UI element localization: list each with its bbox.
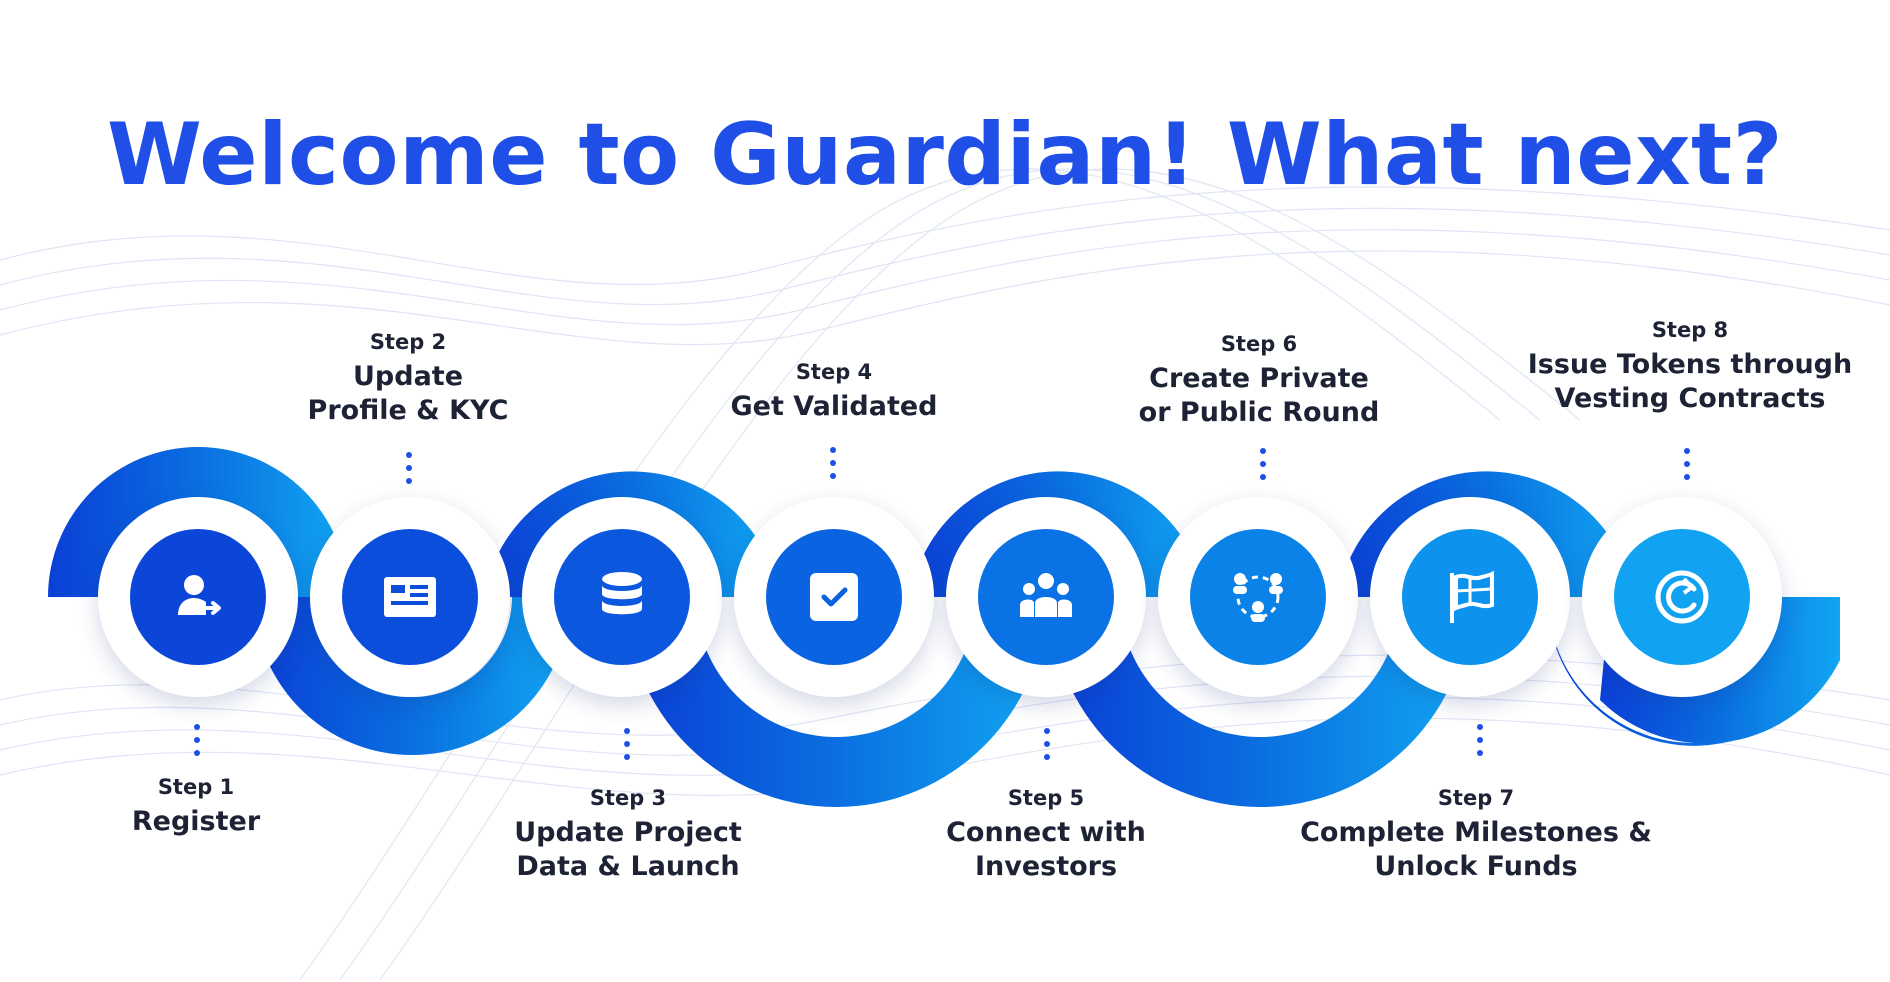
- step-1-label: Step 1 Register: [0, 775, 406, 839]
- step-number: Step 4: [795, 360, 873, 384]
- group-icon: [1020, 573, 1072, 617]
- step-8-node: [1582, 497, 1782, 697]
- step-name: Register: [131, 806, 261, 837]
- id-card-icon: [384, 577, 436, 617]
- step-7-label: Step 7 Complete Milestones &Unlock Funds: [1266, 786, 1686, 884]
- connector-dots: [194, 724, 200, 763]
- checkbox-icon: [810, 573, 858, 621]
- database-icon: [602, 572, 642, 615]
- wave-arc-4: [626, 597, 1046, 807]
- connector-dots: [830, 447, 836, 486]
- step-number: Step 2: [369, 330, 447, 354]
- step-4-label: Step 4 Get Validated: [624, 360, 1044, 424]
- step-1-node: [98, 497, 298, 697]
- step-name: Get Validated: [730, 391, 938, 422]
- step-5-node: [946, 497, 1146, 697]
- step-number: Step 6: [1220, 332, 1298, 356]
- step-name: Complete Milestones &Unlock Funds: [1300, 817, 1652, 882]
- step-6-node: [1158, 497, 1358, 697]
- step-number: Step 5: [1007, 786, 1085, 810]
- wave-arc-6: [1050, 597, 1470, 807]
- connector-dots: [1044, 728, 1050, 767]
- wave-arc-2: [254, 597, 570, 755]
- step-4-node: [734, 497, 934, 697]
- step-number: Step 3: [589, 786, 667, 810]
- connector-dots: [406, 452, 412, 491]
- page-title: Welcome to Guardian! What next?: [106, 105, 1784, 205]
- user-arrow-icon: [178, 575, 221, 615]
- flag-icon: [1450, 570, 1494, 623]
- step-7-node: [1370, 497, 1570, 697]
- guardian-logo-icon: [1655, 570, 1709, 624]
- step-number: Step 1: [157, 775, 235, 799]
- connector-dots: [624, 728, 630, 767]
- network-icon: [1233, 573, 1283, 622]
- step-3-node: [522, 497, 722, 697]
- step-2-node: [310, 497, 510, 697]
- step-number: Step 8: [1651, 318, 1729, 342]
- connector-dots: [1260, 448, 1266, 487]
- connector-dots: [1477, 724, 1483, 763]
- connector-dots: [1684, 448, 1690, 487]
- step-number: Step 7: [1437, 786, 1515, 810]
